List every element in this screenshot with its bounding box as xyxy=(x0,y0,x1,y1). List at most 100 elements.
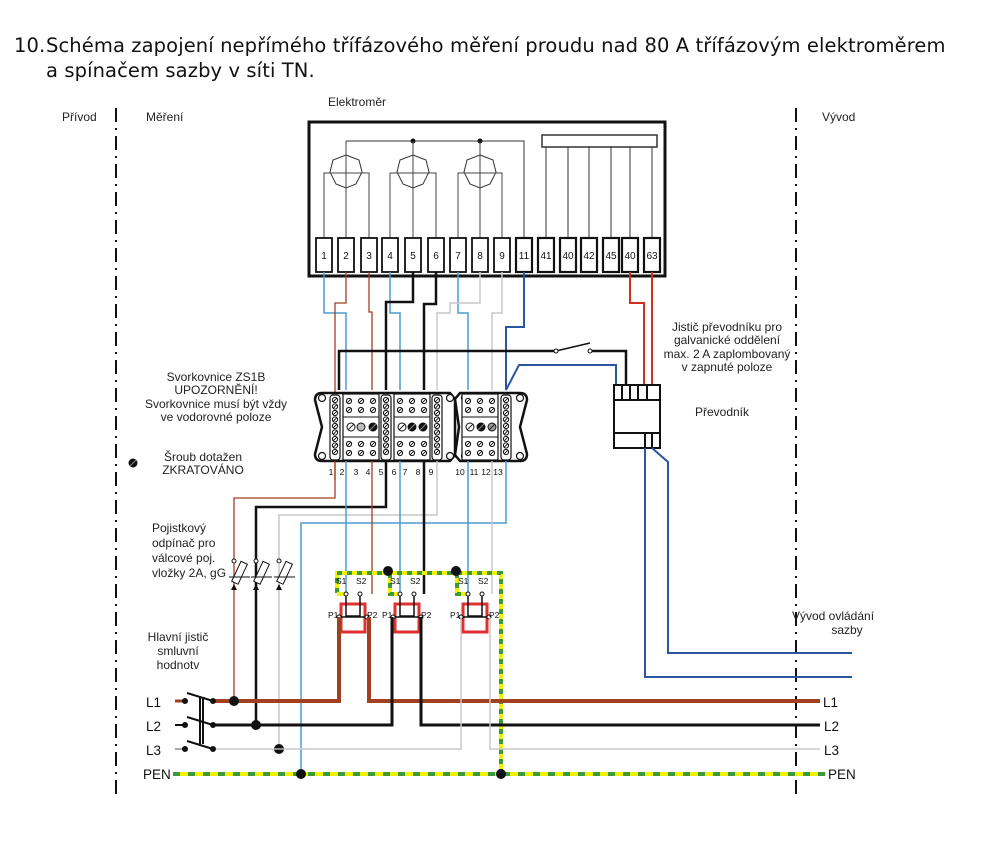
meter-terminal-number: 40 xyxy=(624,251,636,262)
screw-icon xyxy=(433,422,441,430)
meter-terminal: 6 xyxy=(427,237,445,273)
screw-icon xyxy=(465,422,475,432)
screw-icon xyxy=(331,409,339,417)
screw-icon xyxy=(331,429,339,436)
screw-icon xyxy=(502,429,510,436)
screw-icon xyxy=(502,442,510,449)
fuse-l3 xyxy=(274,558,295,748)
screw-icon xyxy=(368,422,378,432)
terminal-block-zs1b xyxy=(313,391,529,463)
terminal-block-number: 10 xyxy=(455,467,465,477)
screw-icon xyxy=(369,449,377,457)
main-breaker-label-1: Hlavní jistič xyxy=(148,630,209,644)
screw-icon xyxy=(502,448,510,456)
screw-legend-line-1: Šroub dotažen xyxy=(164,449,242,464)
screw-icon xyxy=(433,416,441,423)
screw-icon xyxy=(476,406,484,414)
screw-icon xyxy=(476,397,484,405)
phase-in-l2: L2 xyxy=(146,719,161,734)
converter-breaker-label-1: Jistič převodníku pro xyxy=(672,320,782,334)
screw-icon xyxy=(345,440,353,448)
screw-icon xyxy=(396,449,404,457)
zone-label-privod: Přívod xyxy=(62,110,97,124)
terminal-block-number: 9 xyxy=(429,467,434,477)
screw-icon xyxy=(396,440,404,448)
meter-element-1 xyxy=(323,141,370,250)
screw-icon xyxy=(502,416,510,423)
meter-terminal: 40 xyxy=(558,236,578,274)
screw-icon xyxy=(369,440,377,448)
terminal-block-number: 7 xyxy=(403,467,408,477)
screw-icon xyxy=(420,449,428,457)
terminal-block-number: 5 xyxy=(379,467,384,477)
converter-module xyxy=(613,384,661,449)
fuse-label-2: odpínač pro xyxy=(152,536,216,550)
screw-icon xyxy=(433,442,441,449)
screw-legend-line-2: ZKRATOVÁNO xyxy=(162,462,244,477)
screw-icon xyxy=(331,448,339,456)
screw-icon xyxy=(331,435,339,443)
screw-icon xyxy=(357,440,365,448)
screw-icon xyxy=(464,449,472,457)
screw-icon xyxy=(331,416,339,423)
fuse-label-3: válcové poj. xyxy=(152,551,215,565)
screw-icon xyxy=(464,397,472,405)
meter-terminal: 8 xyxy=(471,237,489,273)
meter-terminal: 41 xyxy=(536,236,556,274)
meter-terminal: 1 xyxy=(315,237,333,273)
screw-icon xyxy=(382,429,390,436)
meter-terminal: 2 xyxy=(337,237,355,273)
ct-p1-label: P1 xyxy=(450,610,461,620)
ct-s1-label: S1 xyxy=(458,576,469,586)
screw-icon xyxy=(433,448,441,456)
meter-terminal: 42 xyxy=(579,236,599,274)
meter-terminal: 7 xyxy=(449,237,467,273)
converter-label: Převodník xyxy=(695,405,750,419)
screw-icon xyxy=(502,396,510,404)
meter-terminal-number: 2 xyxy=(343,251,349,262)
screw-icon xyxy=(433,403,441,410)
converter-breaker-label-3: max. 2 A zaplombovaný xyxy=(664,347,791,361)
pen-ct-bonding xyxy=(335,566,503,774)
zone-label-vyvod: Vývod xyxy=(822,110,855,124)
screw-icon xyxy=(476,422,486,432)
screw-icon xyxy=(357,449,365,457)
meter-terminal: 4 xyxy=(381,237,399,273)
screw-icon xyxy=(382,409,390,417)
main-breaker xyxy=(175,692,216,752)
meter-terminal: 5 xyxy=(404,237,422,273)
screw-icon xyxy=(464,406,472,414)
screw-icon xyxy=(357,406,365,414)
terminal-block-number: 12 xyxy=(481,467,491,477)
meter-terminal-number: 63 xyxy=(646,251,658,262)
screw-icon xyxy=(433,429,441,436)
ct-s1-label: S1 xyxy=(336,576,347,586)
screw-icon xyxy=(382,396,390,404)
terminal-block-number: 2 xyxy=(340,467,345,477)
tariff-control-wiring xyxy=(644,447,852,678)
converter-breaker-label-4: v zapnuté poloze xyxy=(682,360,773,374)
screw-icon xyxy=(488,406,496,414)
screw-icon xyxy=(346,422,356,432)
tariff-output-label-1: Vývod ovládání xyxy=(792,609,875,623)
phase-out-l2: L2 xyxy=(824,719,839,734)
tariff-output-label-2: sazby xyxy=(831,623,862,637)
phase-out-pen: PEN xyxy=(828,767,856,782)
meter-terminal: 3 xyxy=(360,237,378,273)
screw-icon xyxy=(502,403,510,410)
screw-icon xyxy=(420,440,428,448)
main-breaker-label-3: hodnotv xyxy=(157,658,200,672)
screw-icon xyxy=(369,397,377,405)
screw-icon xyxy=(488,449,496,457)
fuse-label-4: vložky 2A, gG xyxy=(152,566,226,580)
terminal-block-label-4: ve vodorovné poloze xyxy=(161,410,272,424)
screw-icon xyxy=(369,406,377,414)
converter-breaker-label-2: galvanické oddělení xyxy=(674,333,781,347)
meter-terminal-number: 7 xyxy=(455,251,461,262)
phase-in-pen: PEN xyxy=(143,767,171,782)
phase-out-l1: L1 xyxy=(823,695,838,710)
title-line-2: a spínačem sazby v síti TN. xyxy=(46,59,315,82)
ct-s1-label: S1 xyxy=(390,576,401,586)
screw-icon xyxy=(433,396,441,404)
